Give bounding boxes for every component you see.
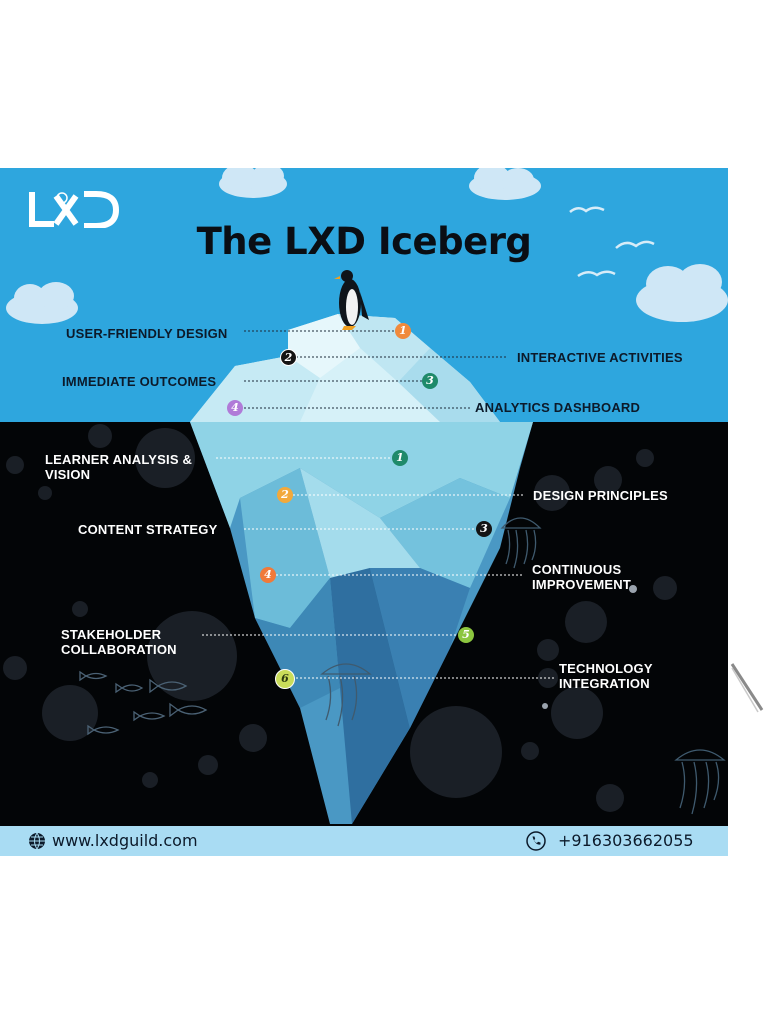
phone-icon bbox=[526, 831, 546, 851]
fish-icon bbox=[79, 670, 208, 736]
label-content-strategy: CONTENT STRATEGY bbox=[78, 522, 218, 537]
label-analytics-dashboard: ANALYTICS DASHBOARD bbox=[475, 400, 641, 415]
page-curl-mark bbox=[730, 663, 764, 713]
leader-lines bbox=[202, 330, 556, 679]
badge-below-2: 2 bbox=[277, 487, 293, 503]
badge-below-6: 6 bbox=[275, 669, 295, 689]
website-link[interactable]: www.lxdguild.com bbox=[52, 831, 198, 850]
bird-icon bbox=[569, 206, 655, 278]
badge-above-3: 3 bbox=[422, 373, 438, 389]
globe-icon bbox=[29, 832, 45, 850]
badge-below-3: 3 bbox=[476, 521, 492, 537]
label-stakeholder-collaboration: STAKEHOLDER COLLABORATION bbox=[61, 627, 177, 657]
badge-above-1: 1 bbox=[395, 323, 411, 339]
badge-above-4: 4 bbox=[227, 400, 243, 416]
label-design-principles: DESIGN PRINCIPLES bbox=[533, 488, 668, 503]
cloud-icon bbox=[6, 168, 728, 324]
label-learner-analysis-vision: LEARNER ANALYSIS & VISION bbox=[45, 452, 193, 482]
label-user-friendly-design: USER-FRIENDLY DESIGN bbox=[66, 326, 228, 341]
label-continuous-improvement: CONTINUOUS IMPROVEMENT bbox=[532, 562, 631, 592]
label-immediate-outcomes: IMMEDIATE OUTCOMES bbox=[62, 374, 217, 389]
badge-below-4: 4 bbox=[260, 567, 276, 583]
badge-below-1: 1 bbox=[392, 450, 408, 466]
footer-bar: www.lxdguild.com +916303662055 bbox=[0, 826, 728, 856]
iceberg-poster: The LXD Iceberg USER-FRIENDLY DESIGN INT… bbox=[0, 168, 728, 856]
label-interactive-activities: INTERACTIVE ACTIVITIES bbox=[517, 350, 683, 365]
jellyfish-icon bbox=[320, 517, 726, 815]
bubbles bbox=[3, 424, 677, 812]
label-technology-integration: TECHNOLOGY INTEGRATION bbox=[559, 661, 653, 691]
lxd-guild-logo bbox=[29, 191, 120, 228]
iceberg-illustration bbox=[3, 168, 728, 824]
penguin-icon bbox=[334, 270, 369, 330]
phone-number[interactable]: +916303662055 bbox=[558, 831, 694, 850]
badge-above-2: 2 bbox=[280, 349, 297, 366]
poster-title: The LXD Iceberg bbox=[196, 220, 532, 263]
badge-below-5: 5 bbox=[458, 627, 474, 643]
